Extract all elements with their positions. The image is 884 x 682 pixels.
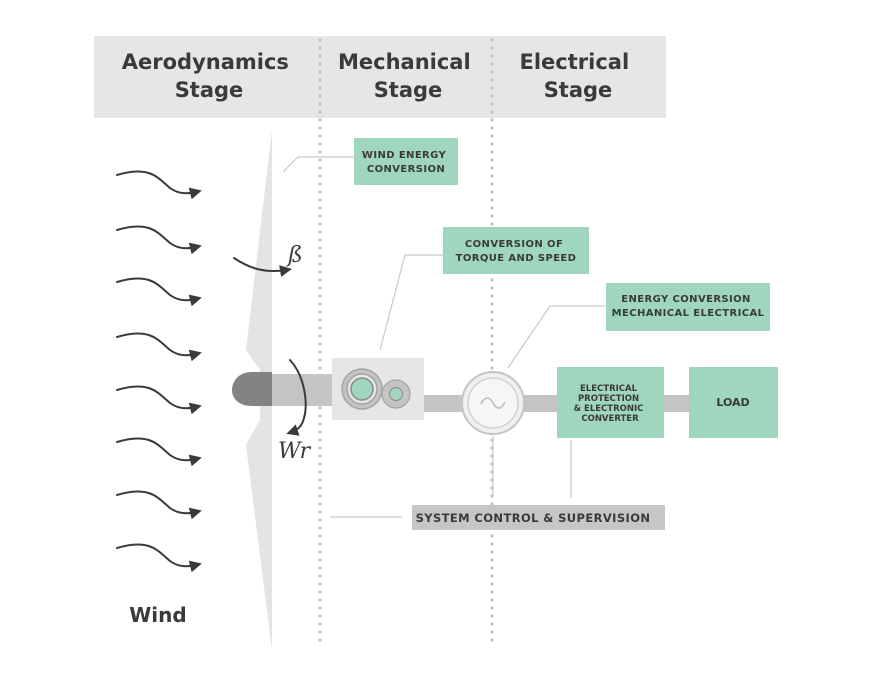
wind-label: Wind	[129, 603, 186, 627]
aerodynamics-stage-title: Aerodynamics Stage	[122, 50, 296, 102]
leader-lines	[282, 156, 606, 518]
energy-conversion-label: ENERGY CONVERSION MECHANICAL ELECTRICAL	[612, 294, 765, 319]
torque-speed-label: CONVERSION OF TORQUE AND SPEED	[456, 239, 577, 264]
leader-wind-energy	[282, 156, 354, 173]
gearbox-icon	[341, 368, 411, 410]
turbine-blade	[246, 130, 272, 650]
main-shaft	[272, 374, 334, 406]
wind-arrow-icon	[116, 225, 202, 255]
leader-energy-conversion	[507, 305, 606, 369]
leader-torque-speed	[379, 254, 443, 351]
stage-header-band	[94, 36, 666, 118]
beta-symbol: ß	[286, 243, 303, 268]
pitch-arrow-icon	[233, 257, 292, 277]
wind-arrow-icon	[116, 170, 202, 200]
mechanical-stage-title: Mechanical Stage	[338, 50, 478, 102]
wind-arrows	[116, 170, 202, 573]
wind-arrow-icon	[116, 332, 202, 362]
energy-conversion-box	[606, 283, 770, 331]
wind-arrow-icon	[116, 277, 202, 307]
wind-arrow-icon	[116, 437, 202, 467]
torque-speed-box	[443, 227, 589, 274]
rotation-arrow-icon	[286, 359, 307, 436]
wind-energy-conversion-box	[354, 138, 458, 185]
wind-arrow-icon	[116, 490, 202, 520]
control-supervision-label: SYSTEM CONTROL & SUPERVISION	[416, 511, 651, 525]
control-supervision-box	[412, 505, 665, 530]
wind-energy-conversion-label: WIND ENERGY CONVERSION	[362, 150, 450, 175]
electrical-stage-title: Electrical Stage	[520, 50, 637, 102]
omega-r-symbol: Wr	[278, 439, 312, 464]
protection-converter-label: ELECTRICAL PROTECTION & ELECTRONIC CONVE…	[574, 384, 647, 424]
load-label: LOAD	[716, 396, 749, 409]
load-box	[689, 367, 778, 438]
wind-arrow-icon	[116, 385, 202, 415]
protection-converter-box	[557, 367, 664, 438]
generator-icon	[461, 371, 525, 435]
hub-nose	[232, 372, 272, 406]
wind-arrow-icon	[116, 543, 202, 573]
